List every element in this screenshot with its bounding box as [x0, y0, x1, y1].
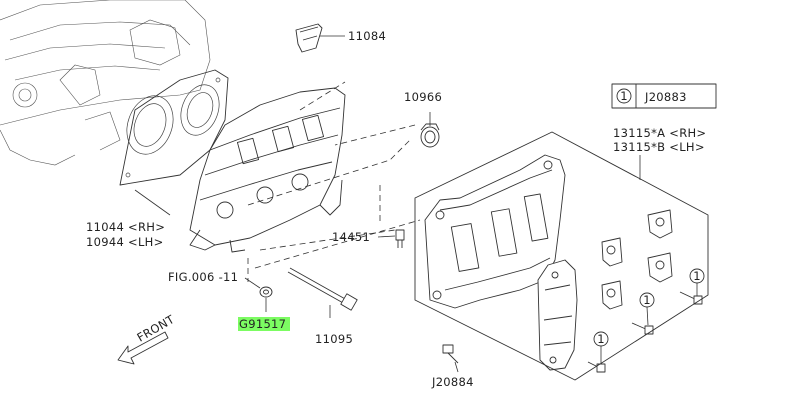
- label-11084[interactable]: 11084: [348, 29, 386, 43]
- callout-circles: [593, 268, 705, 363]
- head-bolt-11095-drawing: [287, 267, 358, 311]
- front-label: FRONT: [135, 312, 178, 345]
- label-11044[interactable]: 11044 <RH>: [86, 220, 165, 234]
- bolt-j20884-drawing: [442, 344, 459, 364]
- cylinder-head-drawing: [189, 87, 346, 253]
- label-14451[interactable]: 14451: [332, 230, 370, 244]
- label-fig-006[interactable]: FIG.006 -11: [168, 270, 238, 284]
- cam-carrier-drawing: [424, 154, 566, 309]
- bolt-14451-drawing: [395, 229, 405, 248]
- legend-box: [611, 83, 717, 109]
- label-11095[interactable]: 11095: [315, 332, 353, 346]
- leader-lines: [134, 35, 641, 373]
- label-10966[interactable]: 10966: [404, 90, 442, 104]
- front-arrow: [117, 331, 169, 365]
- group-frame: [414, 131, 709, 381]
- side-plate-drawing: [537, 259, 578, 371]
- washer-g91517-drawing: [259, 286, 273, 298]
- label-13115a[interactable]: 13115*A <RH>: [613, 126, 706, 140]
- cap-bolts-drawing: [587, 291, 703, 373]
- label-j20884[interactable]: J20884: [431, 375, 474, 389]
- label-10944[interactable]: 10944 <LH>: [86, 235, 164, 249]
- label-13115b[interactable]: 13115*B <LH>: [613, 140, 705, 154]
- head-gasket-drawing: [119, 69, 229, 186]
- callout-ref-1b: 1: [643, 293, 651, 307]
- bracket-11084-drawing: [295, 23, 323, 53]
- engine-block-drawing: [0, 0, 211, 166]
- callout-ref-1c: 1: [597, 332, 605, 346]
- cam-caps-drawing: [601, 209, 673, 310]
- assembly-lines: [247, 81, 421, 282]
- highlight-marker: [238, 317, 290, 331]
- callout-ref-1a: 1: [693, 269, 701, 283]
- seal-10966-drawing: [420, 123, 440, 148]
- label-g91517[interactable]: G91517: [239, 317, 286, 331]
- legend-code: J20883: [644, 90, 687, 104]
- legend-number: 1: [620, 89, 628, 103]
